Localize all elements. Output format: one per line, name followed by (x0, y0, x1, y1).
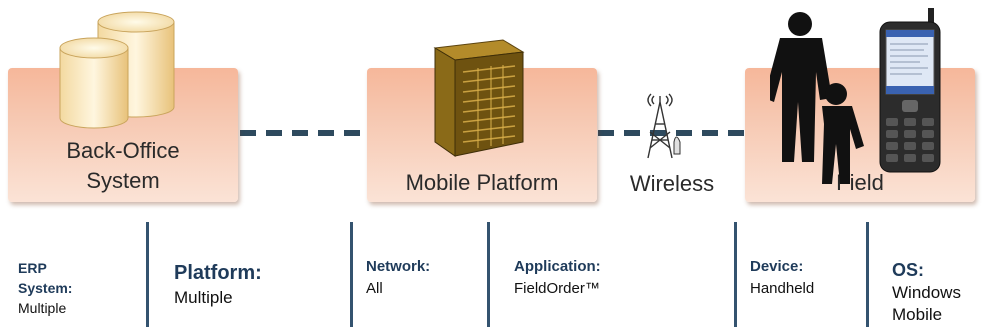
detail-os-value-line1: Windows (892, 283, 961, 302)
detail-erp-value: Multiple (18, 300, 67, 316)
detail-erp-title-line1: ERP (18, 260, 47, 276)
database-icon (59, 11, 175, 129)
detail-platform: Platform: Multiple (174, 260, 262, 310)
detail-application-title: Application: (514, 258, 601, 275)
detail-separator (866, 222, 869, 327)
field-workers-icon (770, 12, 864, 184)
detail-platform-value: Multiple (174, 288, 233, 307)
detail-os-value-line2: Mobile (892, 305, 943, 324)
detail-separator (734, 222, 737, 327)
detail-os-title: OS: (892, 260, 925, 280)
handheld-device-icon (879, 8, 941, 173)
detail-platform-title: Platform: (174, 262, 262, 284)
back-office-label-line2: System (86, 168, 160, 193)
detail-erp-system: ERP System: Multiple (18, 258, 72, 318)
detail-device: Device: Handheld (750, 256, 814, 300)
detail-application: Application: FieldOrder™ (514, 256, 601, 300)
detail-network-value: All (366, 280, 383, 297)
detail-separator (487, 222, 490, 327)
wireless-label: Wireless (629, 171, 715, 196)
detail-network-title: Network: (366, 258, 431, 275)
back-office-label: Back-Office System (8, 136, 238, 196)
detail-erp-title-line2: System: (18, 280, 73, 296)
detail-separator (146, 222, 149, 327)
detail-network: Network: All (366, 256, 430, 300)
detail-separator (350, 222, 353, 327)
back-office-label-line1: Back-Office (66, 138, 180, 163)
antenna-tower-icon (647, 93, 681, 159)
detail-os: OS: Windows Mobile (892, 258, 961, 326)
mobile-platform-label: Mobile Platform (405, 170, 559, 195)
detail-application-value: FieldOrder™ (514, 280, 600, 297)
detail-device-title: Device: (750, 258, 804, 275)
detail-device-value: Handheld (750, 280, 815, 297)
server-icon (433, 39, 525, 157)
